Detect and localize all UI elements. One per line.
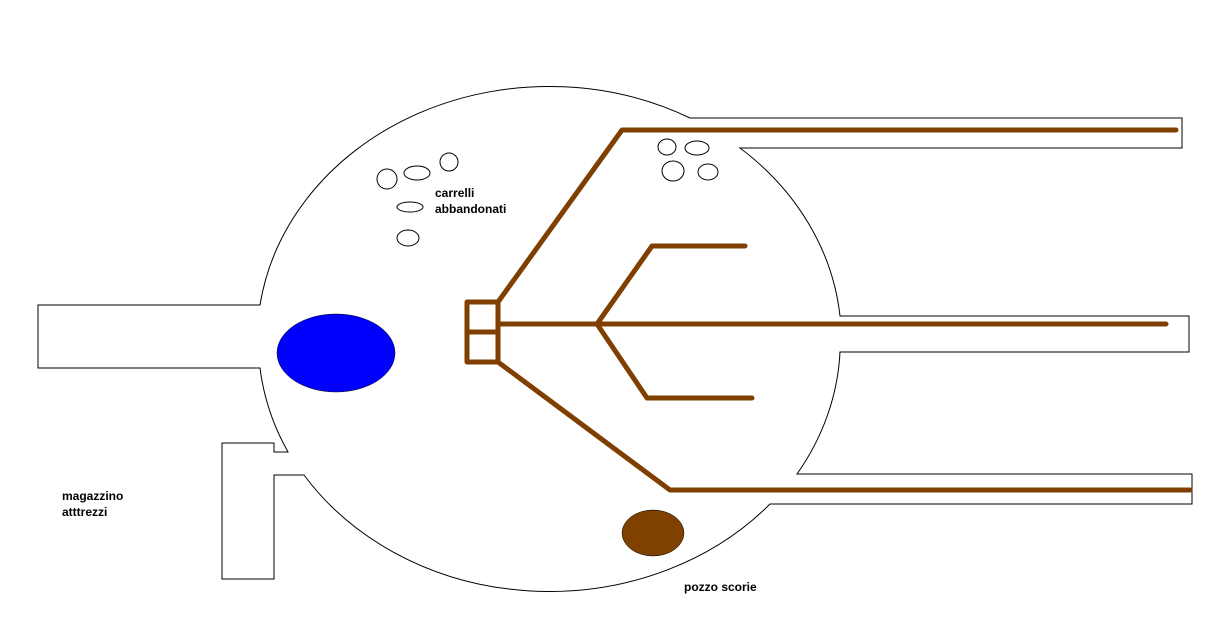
water-pool [276,313,396,393]
cart [661,160,685,182]
slag-pit-label: pozzo scorie [684,580,757,594]
carts-label: carrelli abbandonati [435,185,506,217]
storage-label-line2: atttrezzi [62,505,108,519]
storage-label: magazzino atttrezzi [62,488,123,520]
rail-line-top [495,127,1179,305]
abandoned-carts [376,138,719,247]
rail-station-lower [464,329,501,365]
cart [684,140,710,156]
cart [396,201,424,213]
rail-network [464,127,1193,493]
cart [403,165,431,181]
cart [396,229,420,247]
cart [697,163,719,181]
storage-label-line1: magazzino [62,489,124,503]
cave-outline [37,86,1193,592]
carts-label-line1: carrelli [435,186,475,200]
carts-label-line2: abbandonati [435,202,507,216]
slag-pit [621,509,685,557]
rail-branch-up [594,243,748,327]
cart [439,152,459,172]
cart [376,168,398,190]
rail-branch-down [594,321,755,401]
rail-line-bottom [495,359,1193,493]
cart [657,138,677,156]
